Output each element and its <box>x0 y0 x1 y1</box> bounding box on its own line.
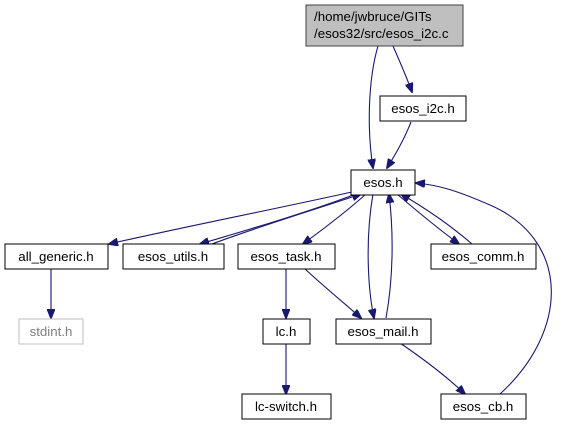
node-esos-comm-h[interactable]: esos_comm.h <box>430 243 537 270</box>
node-esos-task-h[interactable]: esos_task.h <box>237 243 336 270</box>
node-root-label-line-1: /home/jwbruce/GITs <box>314 9 432 24</box>
edge-esos-mail-h-to-esos-cb-h <box>399 342 465 394</box>
edge-esos-i2c-h-to-esos-h <box>387 121 412 168</box>
edge-esos-utils-h-to-esos-h <box>211 194 361 245</box>
node-esos-h-label: esos.h <box>363 175 402 190</box>
node-all-generic-h[interactable]: all_generic.h <box>4 243 109 270</box>
node-lc-switch-h[interactable]: lc-switch.h <box>241 393 332 420</box>
edge-root-to-esos-h <box>369 45 379 168</box>
node-esos-cb-h-label: esos_cb.h <box>453 399 514 414</box>
node-lc-h-label: lc.h <box>276 324 297 339</box>
node-stdint-h[interactable]: stdint.h <box>18 318 84 345</box>
node-esos-h[interactable]: esos.h <box>350 169 416 196</box>
node-stdint-h-label: stdint.h <box>30 324 73 339</box>
node-esos-task-h-label: esos_task.h <box>251 249 322 264</box>
edge-esos-h-to-esos-task-h <box>303 193 367 244</box>
node-esos-i2c-h[interactable]: esos_i2c.h <box>379 95 467 122</box>
node-lc-h[interactable]: lc.h <box>262 318 311 345</box>
node-esos-utils-h-label: esos_utils.h <box>138 249 208 264</box>
node-all-generic-h-label: all_generic.h <box>18 249 93 264</box>
edge-esos-h-to-esos-mail-h <box>367 193 374 318</box>
edge-esos-h-to-all-generic-h <box>109 191 353 244</box>
node-root[interactable]: /home/jwbruce/GITs /esos32/src/esos_i2c.… <box>305 4 464 47</box>
edge-esos-h-to-esos-comm-h <box>396 193 459 244</box>
node-lc-switch-h-label: lc-switch.h <box>255 399 317 414</box>
edge-esos-task-h-to-esos-mail-h <box>303 267 361 318</box>
node-esos-i2c-h-label: esos_i2c.h <box>391 101 455 116</box>
node-esos-utils-h[interactable]: esos_utils.h <box>122 243 225 270</box>
node-esos-cb-h[interactable]: esos_cb.h <box>440 393 527 420</box>
node-esos-comm-h-label: esos_comm.h <box>442 249 525 264</box>
edge-esos-cb-h-to-esos-h <box>416 183 552 395</box>
edge-root-to-esos-i2c-h <box>392 45 412 92</box>
node-root-label-line-2: /esos32/src/esos_i2c.c <box>314 26 449 41</box>
edge-esos-h-to-esos-utils-h <box>200 193 357 244</box>
edge-esos-mail-h-to-esos-h <box>386 194 392 319</box>
node-esos-mail-h[interactable]: esos_mail.h <box>335 318 432 345</box>
edge-esos-comm-h-to-esos-h <box>401 194 473 245</box>
node-esos-mail-h-label: esos_mail.h <box>348 324 419 339</box>
